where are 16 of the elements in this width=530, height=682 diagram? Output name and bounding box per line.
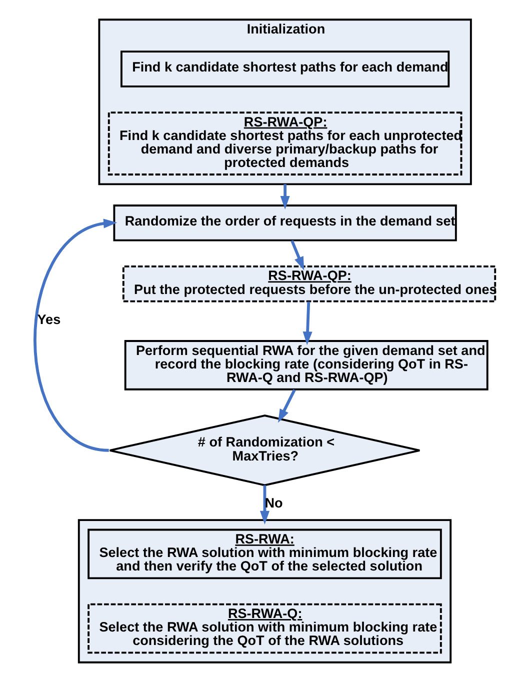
node-box: Find k candidate shortest paths for each demand — [120, 50, 450, 88]
arrow — [278, 389, 296, 423]
arrow — [34, 218, 118, 452]
arrow — [302, 302, 312, 346]
arrow — [260, 485, 270, 524]
node-box: RS-RWA-Q: Select the RWA solution with minimum blocking rate considering the QoT of the RWA solutions — [88, 603, 442, 654]
node-box: Randomize the order of requests in the demand set — [113, 204, 457, 242]
node-diamond: # of Randomization < MaxTries? — [108, 414, 421, 486]
node-box: RS-RWA-QP: Find k candidate shortest paths for each unprotected demand and diverse primary/backup paths for protected demands — [108, 112, 462, 176]
arrow — [290, 240, 304, 270]
node-box: Perform sequential RWA for the given demand set and record the blocking rate (considering QoT in RS-RWA-Q and RS-RWA-QP) — [124, 340, 488, 390]
node-box: RS-RWA-QP: Put the protected requests before the un-protected ones — [122, 266, 496, 302]
edge-label: Yes — [37, 312, 61, 327]
cluster — [78, 519, 452, 664]
node-box: RS-RWA: Select the RWA solution with minimum blocking rate and then verify the QoT of the selected solution — [88, 528, 442, 580]
arrow — [280, 184, 290, 210]
